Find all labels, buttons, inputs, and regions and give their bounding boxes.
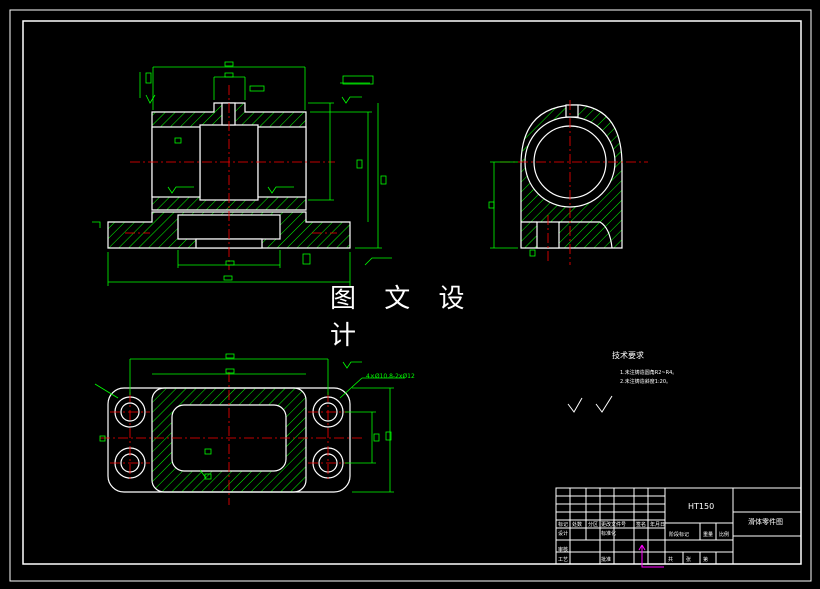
hole-tl-inner [120,402,140,422]
tb-cell-date: 年月日 [650,522,666,528]
tb-cell-weight: 重量 [703,532,714,538]
title-block-part-name: 滑体零件图 [748,518,783,526]
side-centerlines [500,100,648,265]
top-dimensions [94,353,405,493]
tb-cell-sheets: 张 [686,557,692,563]
front-dimensions [107,66,382,286]
tb-cell-mark: 标记 [558,522,569,528]
title-block-marker [638,544,664,568]
title-block-material: HT150 [688,502,715,511]
side-slot [565,104,579,118]
tb-cell-process: 工艺 [558,557,569,563]
tech-requirements-line-2: 2.未注铸造斜度1:20。 [620,379,671,385]
top-centerlines [100,372,365,505]
outer-border [9,9,812,582]
tech-requirements-title: 技术要求 [612,351,644,360]
finish-symbols [567,395,613,413]
side-foot-step [521,221,613,249]
front-centerlines [125,85,337,270]
front-roughness-marks [92,94,392,266]
tb-cell-count: 处数 [572,522,583,528]
tb-cell-standard: 标准化 [601,531,617,537]
side-view [520,104,623,249]
thread-note: 4×Ø10.8-2xØ12 [366,373,415,380]
title-block [555,487,802,565]
tb-cell-approve: 批准 [601,557,612,563]
hole-tr-inner [318,402,338,422]
tb-cell-total: 共 [668,557,674,563]
front-dim-boxes [145,61,387,281]
front-slot [221,102,236,126]
tb-cell-design: 设计 [558,531,569,537]
tb-cell-scale: 比例 [719,532,730,538]
tb-cell-sheet-no: 第 [703,557,709,563]
tb-cell-review: 审核 [558,547,569,553]
tb-cell-zone: 分区 [588,522,599,528]
side-dimensions [488,161,536,257]
tb-cell-signature: 签名 [636,522,647,528]
watermark: 图 文 设 计 [330,284,475,351]
tb-cell-change-doc: 更改文件号 [601,522,627,528]
inner-border [22,20,802,565]
tb-cell-stage: 阶段标记 [669,532,690,538]
tech-requirements-line-1: 1.未注铸造圆角R2~R4。 [620,370,678,376]
